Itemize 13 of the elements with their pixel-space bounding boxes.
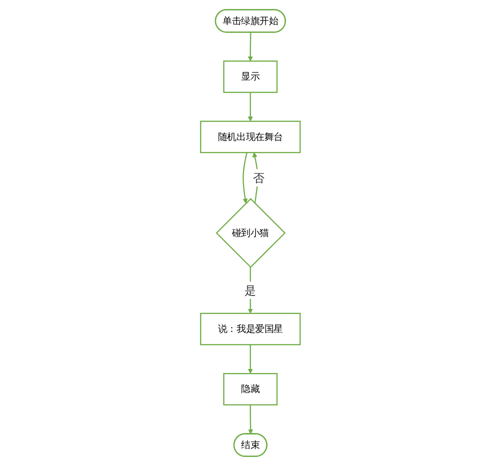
arrow	[248, 404, 253, 434]
edge-label: 是	[244, 283, 256, 298]
node-box: 说：我是爱国星	[200, 312, 300, 346]
arrow	[247, 344, 253, 374]
node-box: 隐藏	[222, 373, 278, 406]
arrow	[252, 152, 258, 204]
node-box: 随机出现在舞台	[200, 120, 300, 154]
node-box: 显示	[222, 60, 278, 93]
arrow	[242, 152, 248, 204]
arrow	[247, 92, 253, 122]
node-diamond: 碰到小猫	[215, 198, 286, 268]
arrow	[247, 32, 253, 62]
edge-label: 否	[252, 170, 264, 185]
